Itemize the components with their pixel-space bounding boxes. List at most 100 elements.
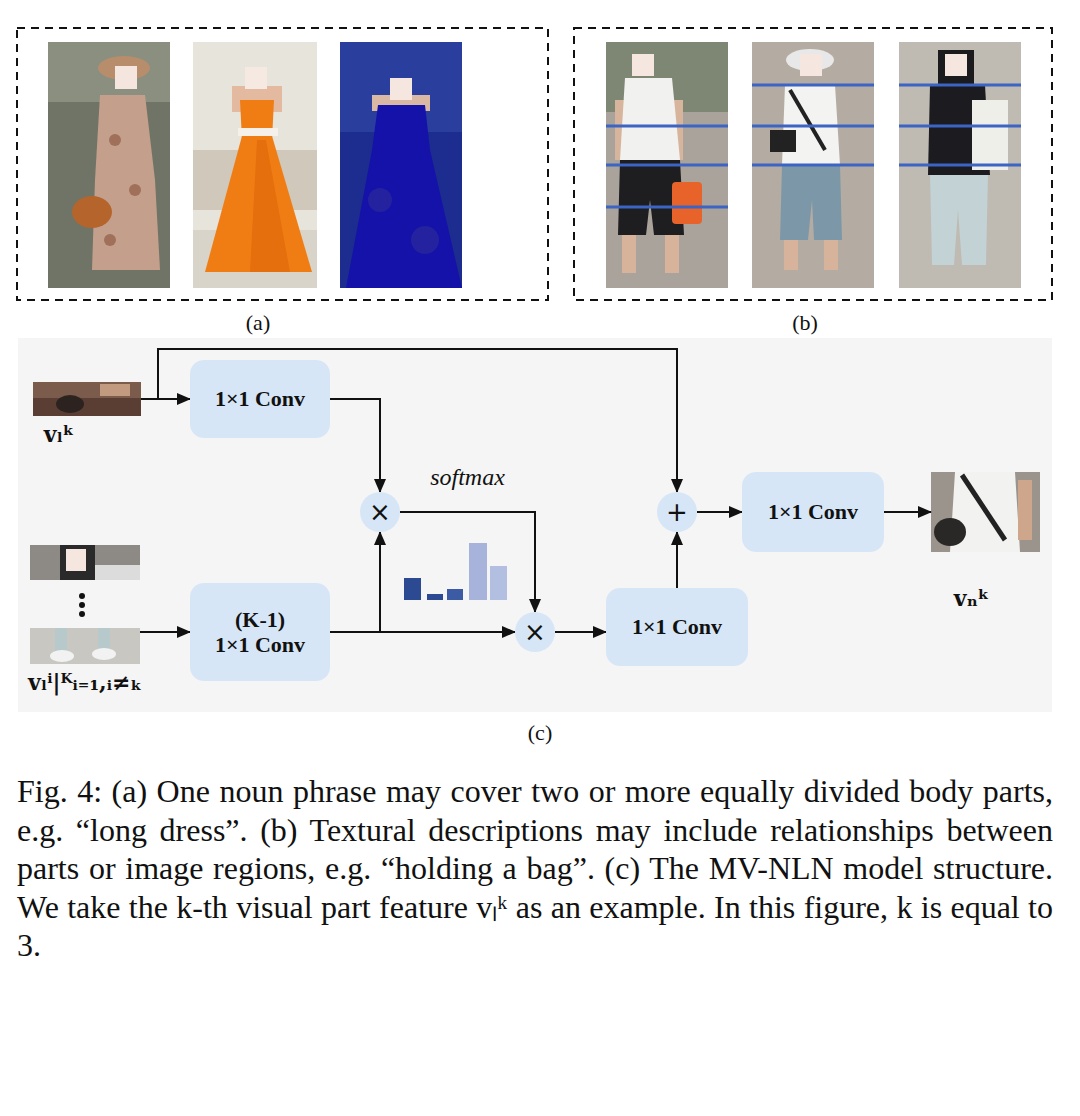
face-mask [115,66,137,89]
patch-image [30,545,140,580]
patch-image [33,382,141,416]
edge-label: softmax [430,463,505,492]
face-mask [66,549,86,571]
attention-bar [490,566,507,600]
patch-image [92,648,116,660]
tote-bag [972,100,1008,170]
node-text: 1×1 Conv [768,499,858,524]
ellipsis-dot [79,602,85,608]
part-divider [752,84,874,87]
patch-image [60,545,95,580]
node-text: 1×1 Conv [632,614,722,639]
dress-pattern [104,234,116,246]
gown [346,105,462,288]
photo-bg [340,42,462,288]
part-divider [606,206,728,209]
conv-box: 1×1 Conv [190,360,330,438]
patch-image [100,384,130,396]
node-text: + [666,499,688,525]
jeans [930,175,988,265]
part-divider [606,125,728,128]
output-patch: vₙᵏ [931,472,1040,552]
node-text: 1×1 Conv [215,386,305,411]
arrow-connector [330,399,380,492]
dashed-panel [17,28,548,300]
conv-box: (K-1)1×1 Conv [190,583,330,681]
panel-label: (c) [528,720,552,746]
arrow-connector [330,631,515,633]
figure-caption: Fig. 4: (a) One noun phrase may cover tw… [17,772,1053,965]
photo-bg [899,42,1021,288]
patch-image [934,518,966,546]
bag [770,130,796,152]
face-mask [245,67,267,89]
feature-label: vₗᵏ [44,422,75,446]
panel-label: (b) [792,310,818,336]
jeans [780,165,842,240]
dashed-panel [574,28,1052,300]
leg [784,240,798,270]
arrow-connector [330,532,380,632]
leg [665,235,679,273]
conv-box: 1×1 Conv [742,472,884,552]
belt [238,128,278,136]
arrow-connector [141,349,677,492]
patch-image [931,472,1040,552]
gown [205,136,312,272]
feature-patch: vₗᵏ [33,382,141,416]
photo-bg [48,42,170,288]
part-divider [606,164,728,167]
bag [72,196,112,228]
attention-bar [427,594,443,600]
patch-image [1018,480,1032,540]
node-text: × [369,499,391,525]
feature-label: vₙᵏ [954,586,990,610]
dress [92,95,160,270]
shirt [620,78,680,160]
leg [622,235,636,273]
panel-label: (a) [246,310,270,336]
ellipsis-dot [79,611,85,617]
node-text: × [524,619,546,645]
node-text: (K-1) [235,607,285,632]
gown-ruffle [368,188,392,212]
part-divider [899,84,1021,87]
patch-image [56,395,84,413]
face-mask [390,78,412,100]
attention-bar [447,589,463,600]
multiply-node: × [515,612,555,652]
panel-ground [18,338,1052,712]
patch-image [50,650,74,662]
attention-bar [404,578,421,600]
gown-shade [250,140,290,272]
add-node: + [657,492,697,532]
attention-bar [469,543,487,600]
photo-bg [606,42,728,288]
leg [824,240,838,270]
patch-image [95,565,140,580]
dress-pattern [109,134,121,146]
node-text: 1×1 Conv [215,632,305,657]
part-divider [899,125,1021,128]
multiply-node: × [360,492,400,532]
photo-bg [48,42,170,102]
patch-image [30,628,140,664]
arrow-connector [400,512,535,612]
face-mask [945,54,967,76]
arrow-connector [140,631,190,633]
ellipsis-dot [79,593,85,599]
part-divider [752,164,874,167]
part-divider [752,125,874,128]
face-mask [800,54,822,76]
part-divider [899,164,1021,167]
photo-bg [752,42,874,288]
arrow-connector [555,631,606,633]
dress-pattern [129,184,141,196]
conv-box: 1×1 Conv [606,588,748,666]
feature-stack: vₗⁱ|ᴷᵢ₌₁,ᵢ≠ₖ [30,545,140,664]
face-mask [632,54,654,76]
arrow-connector [697,511,742,513]
patch-image [33,398,141,416]
